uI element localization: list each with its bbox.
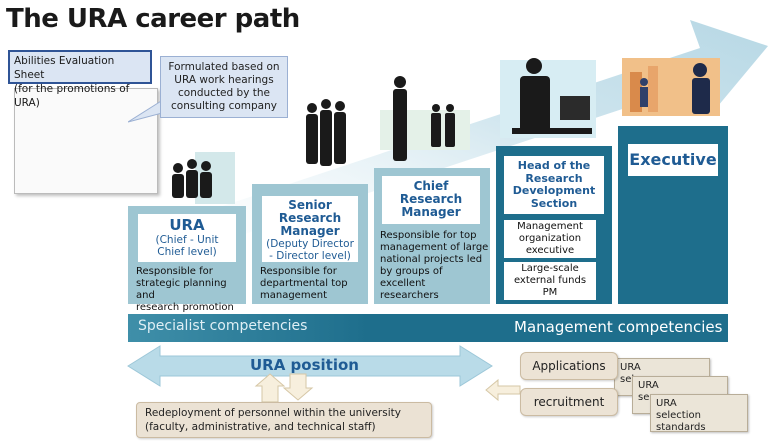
competencies-band — [128, 314, 728, 342]
level-head-title-4: Section — [530, 196, 578, 210]
level-head-box1-2: organization — [518, 233, 582, 244]
level-srm-desc: Responsible for departmental top managem… — [260, 266, 366, 302]
applications-pill: Applications — [520, 352, 618, 380]
level-crm-desc-5: researchers — [380, 290, 439, 301]
level-ura-desc-3: research promotion — [136, 302, 234, 313]
level-head-heading: Head of the Research Development Section — [504, 156, 604, 214]
evaluation-sheet-label-line2: (for the promotions of URA) — [14, 83, 130, 109]
level-crm-title-3: Manager — [401, 205, 461, 219]
level-head-box2-1: Large-scale — [521, 263, 579, 274]
paper3-line2: selection standards — [656, 410, 706, 433]
level-ura-subtitle-1: (Chief - Unit — [155, 234, 219, 246]
paper2-line1: URA — [638, 380, 659, 391]
level-srm-title-2: Research — [278, 211, 342, 225]
level-srm-heading: Senior Research Manager (Deputy Director… — [262, 196, 358, 262]
ura-position-label: URA position — [250, 356, 359, 374]
people-group-2 — [306, 99, 346, 166]
specialist-competencies-label: Specialist competencies — [138, 318, 308, 334]
executive-scene — [622, 58, 720, 116]
level-srm-desc-1: Responsible for — [260, 266, 337, 277]
level-ura-title: URA — [169, 216, 205, 234]
callout-line3: conducted by the — [178, 87, 270, 99]
level-srm-desc-2: departmental top — [260, 278, 348, 289]
level-ura-heading: URA (Chief - Unit Chief level) — [138, 214, 236, 262]
evaluation-sheet-image — [14, 88, 158, 194]
office-figure — [500, 58, 596, 138]
level-crm-desc: Responsible for top management of large … — [380, 230, 490, 302]
level-head-box-management: Management organization executive — [504, 220, 596, 258]
level-srm-subtitle-1: (Deputy Director — [266, 238, 354, 250]
paper3-line1: URA — [656, 398, 677, 409]
level-ura-subtitle-2: Chief level) — [157, 246, 217, 258]
level-srm-title-1: Senior — [288, 198, 332, 212]
level-crm-desc-3: national projects led — [380, 254, 483, 265]
level-ura-desc-1: Responsible for — [136, 266, 213, 277]
level-srm-title-3: Manager — [280, 224, 340, 238]
level-head-title-1: Head of the — [517, 159, 591, 172]
callout-box: Formulated based on URA work hearings co… — [160, 56, 288, 118]
selection-standards-paper-3: URA selection standards — [650, 394, 748, 433]
level-crm-title-1: Chief — [413, 179, 449, 193]
callout-line2: URA work hearings — [174, 74, 274, 86]
redeployment-line2: (faculty, administrative, and technical … — [145, 421, 376, 433]
down-arrow-1 — [282, 373, 314, 401]
position-double-arrow — [127, 345, 493, 387]
level-ura-desc: Responsible for strategic planning and r… — [136, 266, 246, 314]
level-executive-heading: Executive — [628, 144, 718, 176]
people-group-1 — [172, 152, 235, 204]
left-arrow-applications — [485, 378, 521, 402]
evaluation-sheet-label-line1: Abilities Evaluation Sheet — [14, 55, 115, 81]
up-arrow-1 — [254, 373, 286, 403]
paper1-line1: URA — [620, 362, 641, 373]
page-title: The URA career path — [6, 4, 300, 34]
level-ura-desc-2: strategic planning and — [136, 278, 227, 301]
paper1-line2: sel — [620, 374, 635, 385]
level-head-box2-3: PM — [542, 287, 558, 298]
redeployment-box: Redeployment of personnel within the uni… — [136, 402, 432, 438]
recruitment-pill: recruitment — [520, 388, 618, 416]
level-srm-desc-3: management — [260, 290, 327, 301]
level-head-title-2: Research — [525, 171, 583, 185]
level-head-title-3: Development — [512, 184, 596, 197]
level-head-box1-1: Management — [517, 221, 583, 232]
management-competencies-label: Management competencies — [514, 318, 723, 336]
level-crm-title-2: Research — [399, 192, 463, 206]
level-srm-subtitle-2: - Director level) — [269, 250, 351, 262]
evaluation-sheet-label: Abilities Evaluation Sheet (for the prom… — [8, 50, 152, 109]
people-group-3 — [380, 76, 470, 161]
level-crm-desc-1: Responsible for top — [380, 230, 477, 241]
level-crm-desc-2: management of large — [380, 242, 489, 253]
level-head-box1-3: executive — [525, 245, 575, 256]
paper2-line2: se — [638, 392, 650, 403]
redeployment-line1: Redeployment of personnel within the uni… — [145, 407, 401, 419]
level-head-box-funds: Large-scale external funds PM — [504, 262, 596, 300]
level-crm-heading: Chief Research Manager — [382, 176, 480, 224]
callout-line1: Formulated based on — [168, 61, 280, 73]
level-crm-desc-4: by groups of excellent — [380, 266, 443, 289]
level-head-box2-2: external funds — [513, 275, 587, 286]
callout-line4: consulting company — [171, 100, 277, 112]
